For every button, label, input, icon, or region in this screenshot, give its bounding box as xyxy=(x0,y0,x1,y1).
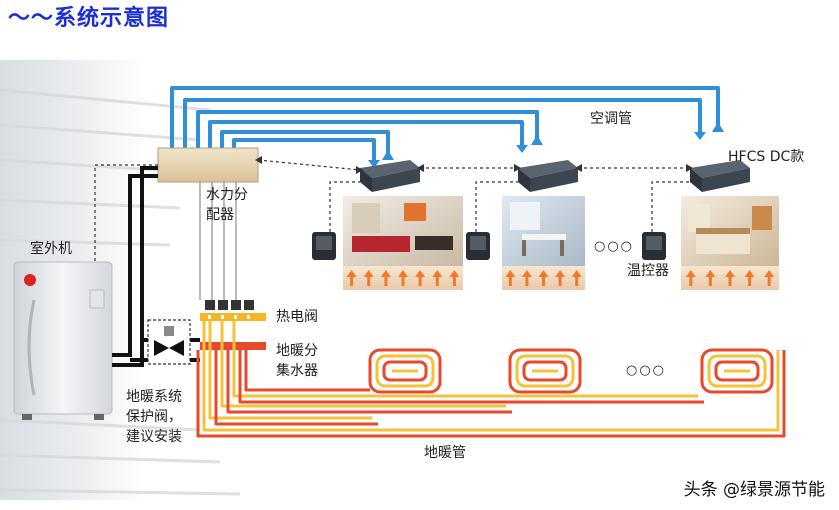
protection-valve xyxy=(147,319,191,365)
coils-ellipsis: ○○○ xyxy=(626,363,667,378)
thermostat-2 xyxy=(466,232,490,260)
thermostat-3 xyxy=(642,232,666,260)
heat-arrow xyxy=(685,270,696,286)
heat-arrow xyxy=(744,270,755,286)
distributor-label-2: 配器 xyxy=(206,207,234,223)
protect-valve-label-1: 地暖系统 xyxy=(126,389,182,405)
floor-pipes-supply xyxy=(214,350,704,426)
heat-arrow xyxy=(432,270,443,286)
floor-coil-2 xyxy=(508,348,582,394)
outdoor-unit-label: 室外机 xyxy=(30,241,72,257)
floor-pipe-label: 地暖管 xyxy=(424,445,466,461)
outdoor-unit xyxy=(13,261,113,420)
valve-wires xyxy=(199,182,237,300)
watermark: 头条 @绿景源节能 xyxy=(683,480,825,500)
manifold-label-2: 集水器 xyxy=(276,363,318,379)
floor-coil-3 xyxy=(700,348,774,394)
thermal-valve-label: 热电阀 xyxy=(276,309,318,325)
hfcs-label: HFCS DC款 xyxy=(728,149,805,165)
room-bedroom xyxy=(681,196,779,266)
fan-coil-unit-2 xyxy=(518,160,578,192)
room-dining xyxy=(502,196,585,266)
floor-pipes-outer xyxy=(196,321,786,438)
heat-arrow xyxy=(725,270,735,286)
fan-coil-unit-1 xyxy=(360,160,420,192)
heat-arrow xyxy=(521,270,532,286)
heat-arrow xyxy=(705,270,716,286)
control-lines xyxy=(94,159,690,262)
heat-arrow xyxy=(555,270,566,286)
floor-pipes-return xyxy=(208,321,698,420)
heat-arrow xyxy=(571,270,582,286)
ac-pipes xyxy=(170,86,720,160)
thermostat-label: 温控器 xyxy=(627,263,669,279)
heat-arrow xyxy=(398,270,408,286)
heat-arrow xyxy=(380,270,391,286)
floor-coil-1 xyxy=(368,348,442,394)
protect-valve-label-3: 建议安装 xyxy=(126,429,182,445)
rooms-ellipsis: ○○○ xyxy=(594,239,635,254)
thermostat-1 xyxy=(312,232,336,260)
ac-pipe-arrows xyxy=(368,122,724,168)
ac-pipe-label: 空调管 xyxy=(590,111,632,127)
page-title: ～～系统示意图 xyxy=(8,5,170,31)
protect-valve-label-2: 保护阀， xyxy=(126,409,182,425)
fan-coil-unit-3 xyxy=(690,160,750,192)
heat-arrow xyxy=(538,270,549,286)
thermal-valves xyxy=(205,300,254,310)
water-pipes xyxy=(112,166,158,367)
heat-arrow xyxy=(449,270,460,286)
heat-arrow xyxy=(363,270,374,286)
room-living xyxy=(343,196,463,266)
heat-arrow-set xyxy=(346,270,775,286)
heat-arrow xyxy=(346,270,357,286)
heat-arrow xyxy=(764,270,775,286)
hydraulic-distributor xyxy=(157,147,259,183)
heat-arrow xyxy=(415,270,426,286)
heat-arrow xyxy=(505,270,516,286)
distributor-label-1: 水力分 xyxy=(206,187,248,203)
manifold-label-1: 地暖分 xyxy=(276,343,318,359)
